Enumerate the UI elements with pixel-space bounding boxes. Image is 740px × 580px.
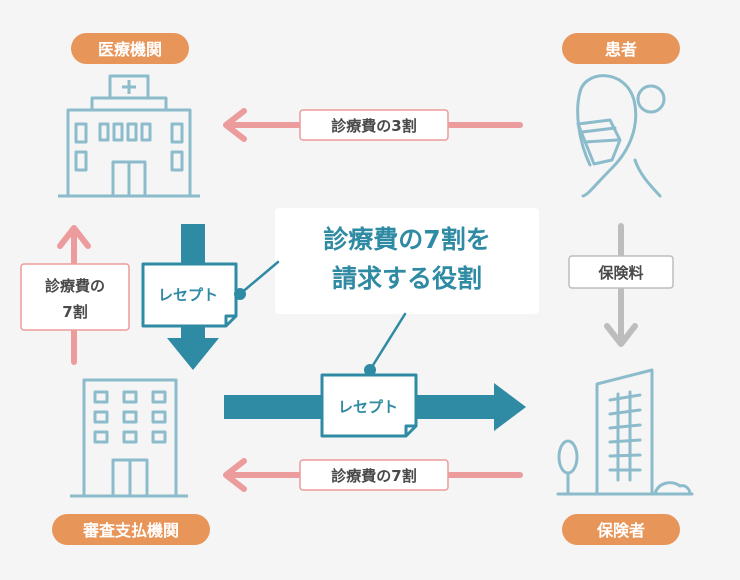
callout-line-2: 請求する役割 [332, 264, 482, 293]
node-medical-institution: 医療機関 [71, 33, 189, 64]
arrow-patient-to-insurer: 保険料 [568, 223, 674, 347]
receipt-right-document: レセプト [320, 373, 418, 438]
receipt-right-label: レセプト [338, 398, 398, 416]
receipt-down-label: レセプト [158, 286, 218, 304]
insurer-building-icon [556, 368, 694, 496]
arrow-insurer-to-review: 診療費の7割 [223, 458, 523, 492]
node-patient: 患者 [562, 33, 680, 64]
node-review-org-label: 審査支払機関 [82, 521, 179, 540]
flow-patient-to-insurer-label: 保険料 [597, 264, 643, 282]
flow-review-to-medical-label-2: 7割 [62, 303, 87, 321]
flow-patient-to-medical-label: 診療費の3割 [331, 117, 416, 135]
review-org-building-icon [70, 378, 188, 498]
arrow-review-to-medical: 診療費の 7割 [20, 225, 130, 365]
node-insurer-label: 保険者 [596, 521, 645, 540]
flow-insurer-to-review-label: 診療費の7割 [331, 467, 416, 485]
callout-line-1: 診療費の7割を [323, 225, 490, 254]
arrow-patient-to-medical: 診療費の3割 [223, 108, 523, 142]
node-review-org: 審査支払機関 [52, 514, 210, 545]
patient-icon [576, 74, 666, 198]
node-insurer: 保険者 [562, 514, 680, 545]
callout-pointer-left [234, 260, 280, 300]
callout-box: 診療費の7割を 請求する役割 [275, 208, 539, 314]
flow-review-to-medical-label-1: 診療費の [45, 277, 105, 295]
node-medical-institution-label: 医療機関 [98, 40, 162, 59]
node-patient-label: 患者 [605, 40, 637, 59]
callout-pointer-bottom [364, 312, 407, 376]
hospital-icon [58, 74, 200, 198]
receipt-down-document: レセプト [141, 262, 238, 328]
